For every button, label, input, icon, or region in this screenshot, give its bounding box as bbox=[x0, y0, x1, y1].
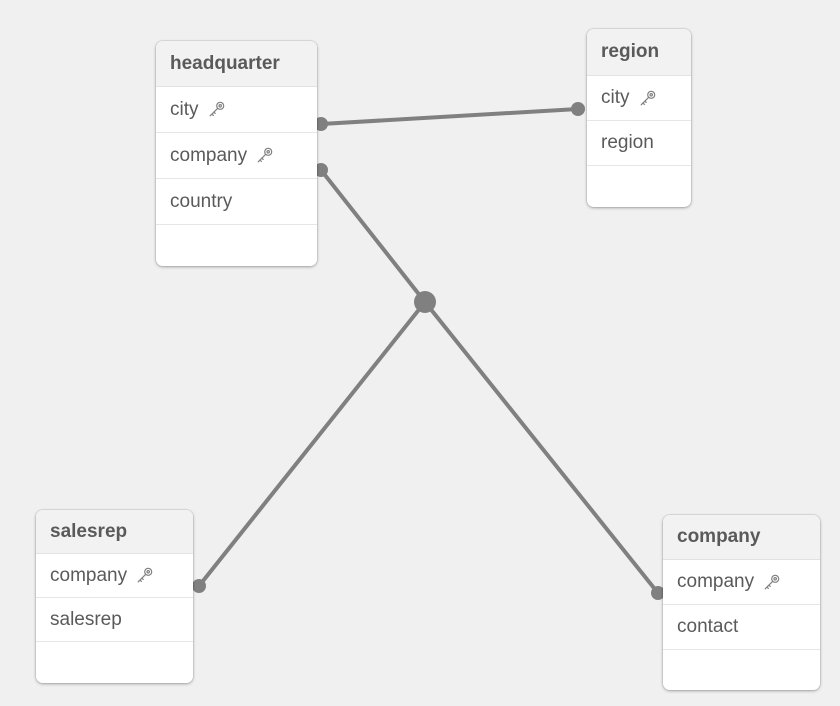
field-name: country bbox=[170, 190, 233, 212]
table-title-text: region bbox=[601, 41, 660, 62]
table-row[interactable]: country bbox=[156, 179, 317, 225]
link-endpoint-dot bbox=[192, 579, 206, 593]
table-row[interactable]: company bbox=[36, 554, 193, 598]
table-title-company: company bbox=[663, 515, 820, 560]
key-icon bbox=[208, 101, 225, 118]
link-headquarter-company-to-company[interactable] bbox=[314, 163, 665, 600]
key-icon bbox=[136, 567, 153, 584]
table-title-salesrep: salesrep bbox=[36, 510, 193, 554]
field-name: region bbox=[601, 132, 654, 153]
table-row-empty[interactable] bbox=[663, 650, 820, 690]
table-row[interactable]: city bbox=[587, 76, 691, 121]
table-title-text: headquarter bbox=[170, 52, 280, 74]
table-title-text: company bbox=[677, 526, 761, 547]
table-row[interactable]: company bbox=[156, 133, 317, 179]
field-name: contact bbox=[677, 616, 739, 637]
table-row[interactable]: company bbox=[663, 560, 820, 605]
table-row-empty[interactable] bbox=[156, 225, 317, 266]
table-title-text: salesrep bbox=[50, 520, 128, 542]
key-icon bbox=[763, 574, 780, 591]
link-endpoint-dot bbox=[571, 102, 585, 116]
table-row[interactable]: city bbox=[156, 87, 317, 133]
table-row[interactable]: region bbox=[587, 121, 691, 166]
key-icon bbox=[639, 90, 656, 107]
table-row[interactable]: contact bbox=[663, 605, 820, 650]
table-row-empty[interactable] bbox=[36, 642, 193, 683]
table-title-headquarter: headquarter bbox=[156, 41, 317, 87]
key-icon bbox=[256, 147, 273, 164]
field-name: company bbox=[50, 564, 128, 586]
junction-node[interactable] bbox=[414, 291, 436, 313]
table-node-region[interactable]: region city region bbox=[587, 29, 691, 207]
field-name: company bbox=[677, 571, 755, 592]
table-node-headquarter[interactable]: headquarter city company bbox=[156, 41, 317, 266]
table-title-region: region bbox=[587, 29, 691, 76]
field-name: city bbox=[601, 87, 630, 108]
field-name: salesrep bbox=[50, 608, 122, 630]
table-node-salesrep[interactable]: salesrep company salesrep bbox=[36, 510, 193, 683]
table-row[interactable]: salesrep bbox=[36, 598, 193, 642]
link-salesrep-company-to-junction[interactable] bbox=[192, 300, 427, 593]
field-name: city bbox=[170, 98, 199, 120]
table-row-empty[interactable] bbox=[587, 166, 691, 206]
link-headquarter-city-region-city[interactable] bbox=[314, 102, 585, 131]
field-name: company bbox=[170, 144, 248, 166]
table-node-company[interactable]: company company contact bbox=[663, 515, 820, 690]
